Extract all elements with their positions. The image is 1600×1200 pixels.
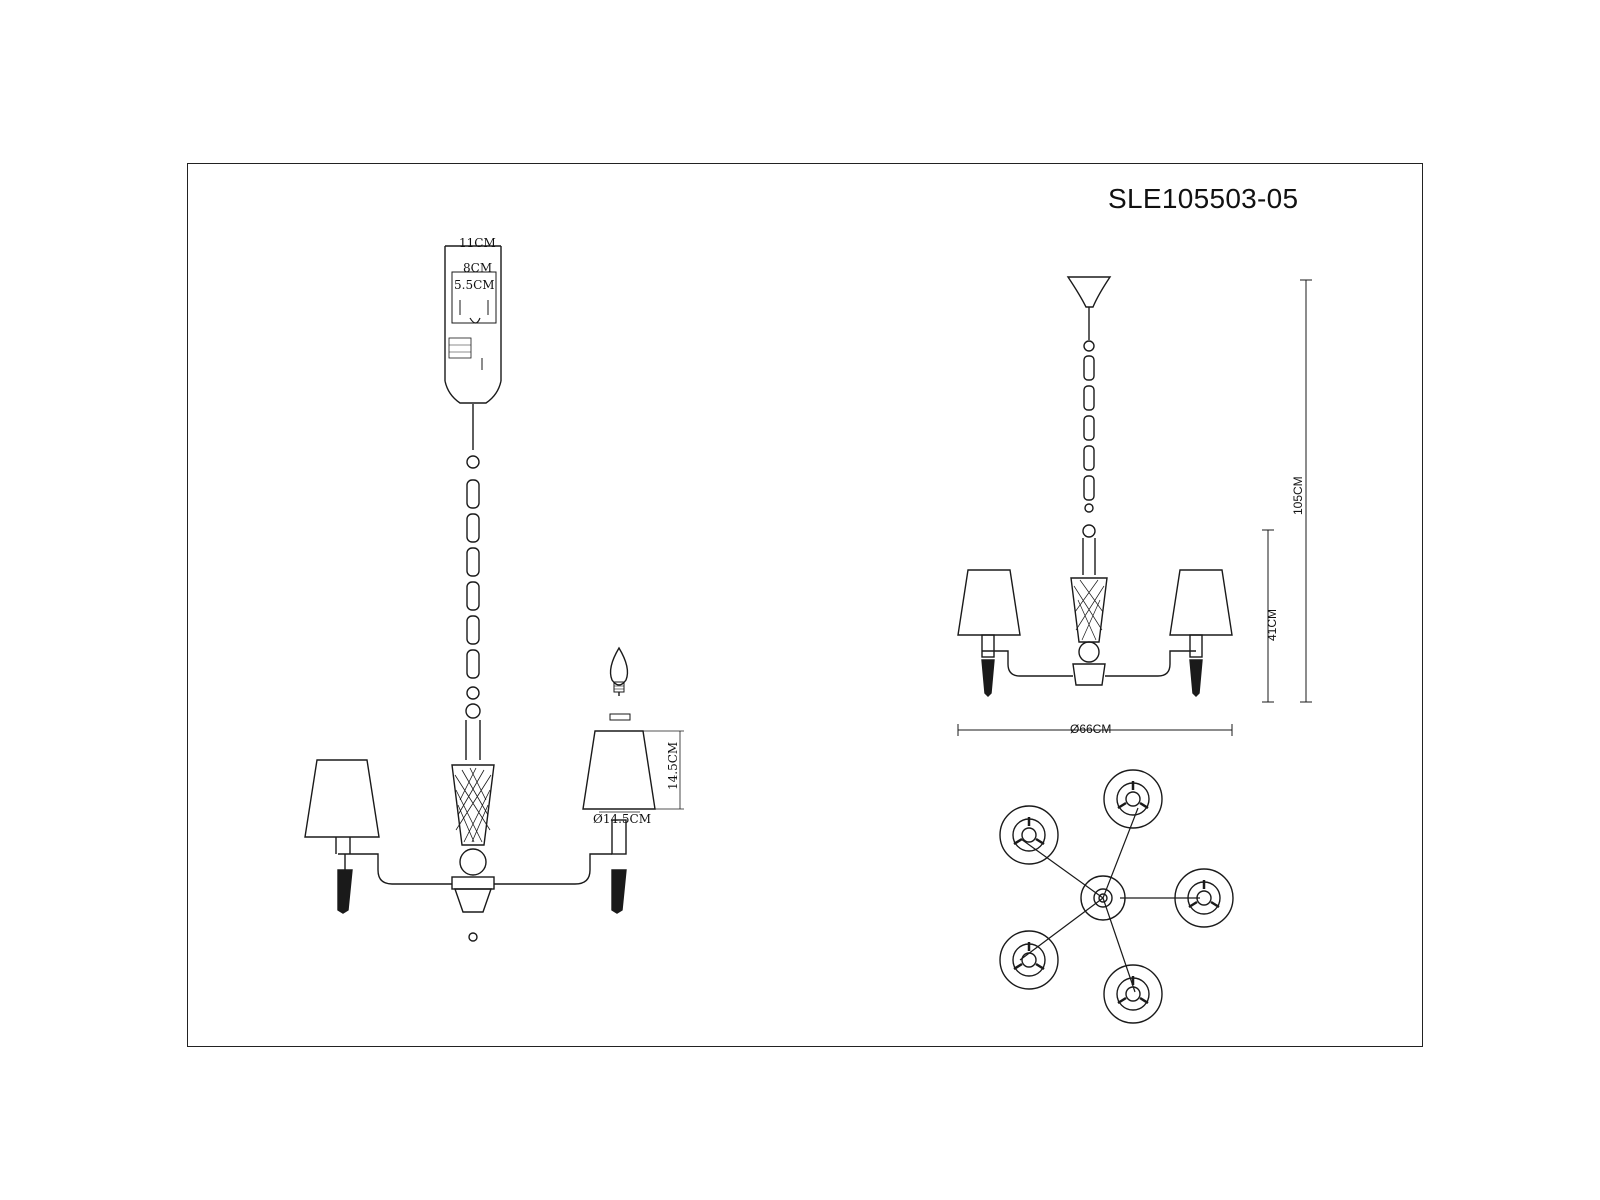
drawing-frame [187,163,1423,1047]
top-lamp-2 [999,805,1059,865]
hole-spacing-label: 5.5CM [454,278,495,292]
right-arm [494,819,627,914]
front-right-shade [1169,569,1233,636]
front-chain [1083,340,1095,513]
shade-diameter-label: Ø14.5CM [593,812,651,826]
model-code: SLE105503-05 [1108,183,1299,214]
canopy-mounting-detail [444,245,502,450]
front-canopy [1066,276,1112,308]
total-height-label: 105CM [1291,476,1305,515]
top-lamp-1 [1103,769,1163,829]
top-lamp-3 [1174,868,1234,928]
candle-bulb-icon [609,646,631,721]
canopy-width-label: 11CM [459,236,496,250]
top-lamp-5 [1103,964,1163,1024]
left-arm [337,853,452,914]
left-shade [304,759,380,838]
front-left-shade [957,569,1021,636]
body-height-label: 41CM [1265,609,1279,641]
bracket-width-label: 8CM [463,261,492,275]
shade-height-label: 14.5CM [666,742,680,790]
right-shade [582,730,656,810]
diameter-label: Ø66CM [1070,722,1111,736]
front-view: 105CM 41CM Ø66CM [957,276,1312,736]
top-lamp-4 [999,930,1059,990]
side-view: 11CM 8CM 5.5CM [304,236,684,942]
chain [466,455,480,700]
central-column [451,703,495,942]
top-view [999,769,1234,1024]
